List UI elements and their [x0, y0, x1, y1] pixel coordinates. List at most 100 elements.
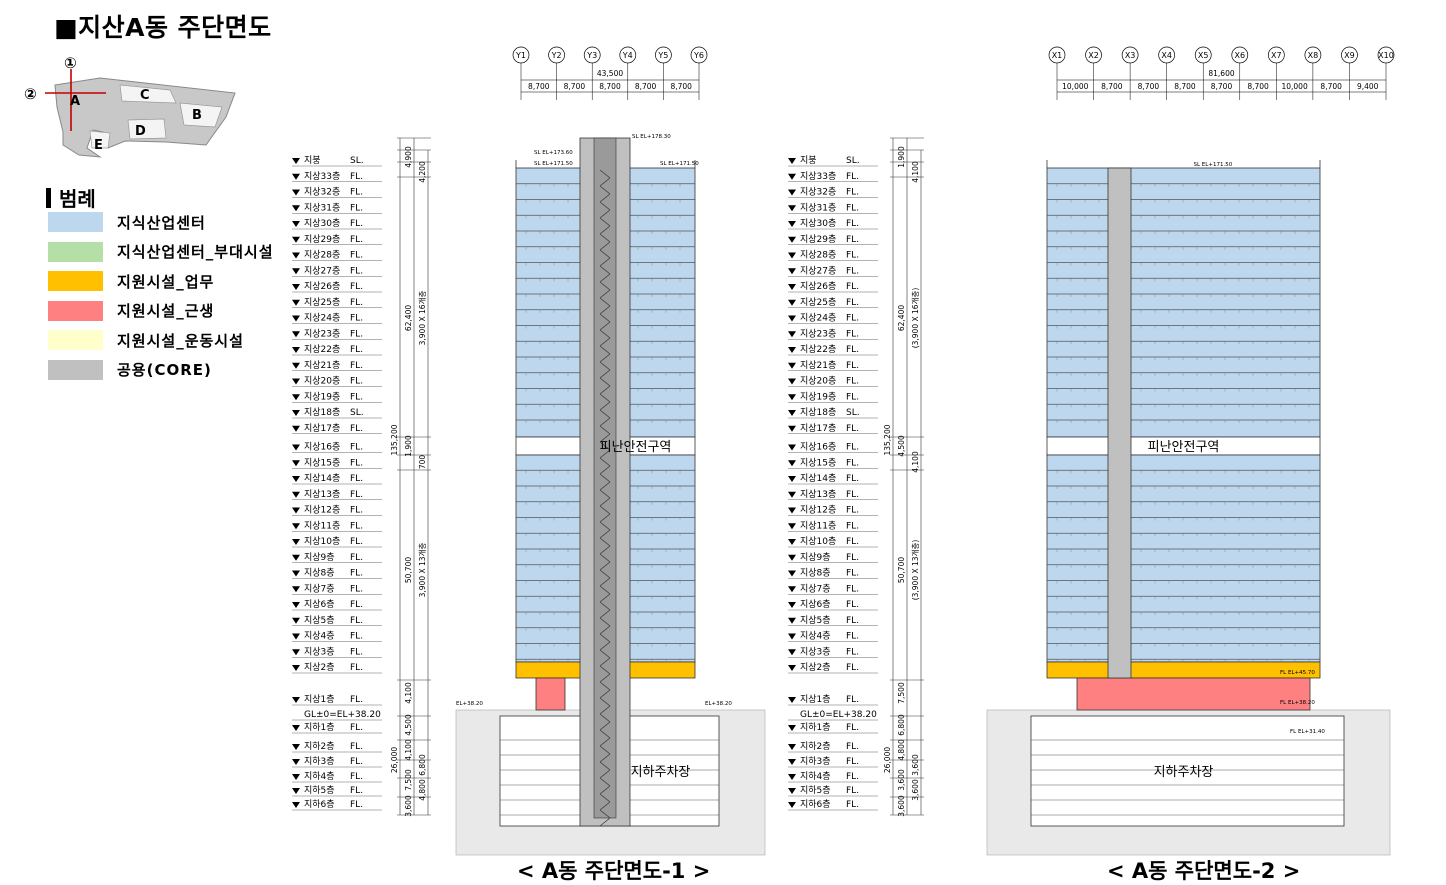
level-marker-icon [788, 252, 796, 259]
floor-suffix: FL. [350, 647, 363, 657]
level-marker-icon [292, 774, 300, 780]
dimension-label: 50,700 [897, 557, 906, 583]
level-marker-icon [292, 189, 300, 196]
grid-label: Y6 [693, 51, 704, 60]
dimension-label: 6,800 [897, 714, 906, 736]
grid-label: Y1 [515, 51, 526, 60]
floor-name: 지상33층 [800, 171, 836, 182]
level-marker-icon [788, 649, 796, 656]
floor-suffix: FL. [350, 266, 363, 276]
floor-suffix: FL. [846, 772, 859, 782]
floor-name: 지상31층 [304, 202, 340, 213]
dimension-label: 6,800 [418, 754, 427, 776]
floor-name: 지상32층 [304, 187, 340, 198]
floor-name: 지상15층 [304, 457, 340, 468]
floor-name: 지상1층 [304, 694, 335, 705]
level-marker-icon [292, 633, 300, 640]
level-marker-icon [788, 394, 796, 401]
floor-name: 지상5층 [304, 615, 335, 626]
floor-name: 지상23층 [304, 328, 340, 339]
dimension-label: 7,500 [404, 769, 413, 791]
stair-icon [599, 169, 611, 827]
level-marker-icon [788, 268, 796, 275]
section-2-caption: < A동 주단면도-2 > [1107, 859, 1301, 883]
dimension-label: 1,900 [897, 146, 906, 168]
floor-suffix: FL. [846, 424, 859, 434]
level-marker-icon [292, 744, 300, 750]
level-marker-icon [788, 315, 796, 322]
elevation-label: SL EL+173.60 [534, 150, 573, 156]
grid-total-span: 43,500 [597, 69, 623, 78]
dimension-label: 4,100 [911, 161, 920, 183]
floor-name: 지상26층 [304, 281, 340, 292]
floor-name: 지하6층 [304, 799, 335, 810]
floor-suffix: FL. [846, 521, 859, 531]
floor-suffix: FL. [846, 203, 859, 213]
level-marker-icon [788, 189, 796, 196]
floor-name: 지상3층 [800, 646, 831, 657]
dimension-label: 62,400 [897, 305, 906, 331]
floor-name: GL±0=EL+38.20 [800, 710, 877, 720]
level-marker-icon [788, 173, 796, 180]
block-e-label: E [94, 138, 103, 153]
dimension-label: 4,800 [897, 739, 906, 761]
dimension-label: 7,500 [897, 682, 906, 704]
grid-label: Y2 [551, 51, 562, 60]
elevation-label: FL EL+38.20 [1280, 700, 1315, 706]
level-marker-icon [292, 331, 300, 338]
floor-name: 지상30층 [304, 218, 340, 229]
floor-suffix: FL. [846, 443, 859, 453]
level-marker-icon [788, 299, 796, 306]
level-marker-icon [292, 205, 300, 212]
grid-label: X7 [1271, 51, 1282, 60]
retail-zone [1076, 677, 1311, 711]
floor-name: 지붕 [800, 155, 817, 166]
level-marker-icon [788, 460, 796, 467]
floor-suffix: FL. [846, 314, 859, 324]
parking-zone-label: 지하주차장 [631, 765, 691, 780]
floor-name: 지상31층 [800, 202, 836, 213]
level-marker-icon [788, 744, 796, 750]
floor-suffix: FL. [350, 219, 363, 229]
level-marker-icon [788, 158, 796, 164]
legend-label: 지원시설_업무 [117, 272, 215, 291]
elevation-label: EL+38.20 [705, 701, 732, 707]
floor-name: 지상2층 [304, 662, 335, 673]
floor-name: 지상13층 [304, 489, 340, 500]
level-marker-icon [788, 617, 796, 624]
legend-swatch [48, 300, 103, 321]
level-marker-icon [292, 759, 300, 765]
dimension-label: 3,600 [911, 779, 920, 801]
floor-suffix: FL. [846, 490, 859, 500]
floor-name: 지상7층 [800, 583, 831, 594]
floor-suffix: FL. [846, 647, 859, 657]
block-c-label: C [140, 88, 150, 103]
floor-suffix: FL. [350, 723, 363, 733]
floor-name: 지하4층 [800, 771, 831, 782]
level-marker-icon [788, 491, 796, 498]
floor-name: 지상20층 [800, 376, 836, 387]
floor-suffix: FL. [846, 632, 859, 642]
floor-name: 지상9층 [304, 552, 335, 563]
elevation-label: SL EL+171.50 [660, 161, 699, 167]
floor-suffix: FL. [846, 723, 859, 733]
grid-span: 8,700 [670, 82, 692, 91]
grid-label: X10 [1378, 51, 1394, 60]
floor-suffix: FL. [350, 800, 363, 810]
page-title: ■지산A동 주단면도 [54, 13, 272, 42]
floor-name: 지하3층 [304, 756, 335, 767]
floor-name: 지하2층 [304, 741, 335, 752]
floor-name: 지상21층 [304, 360, 340, 371]
block-d-label: D [135, 124, 146, 139]
floor-suffix: SL. [846, 408, 860, 418]
dimension-label: 50,700 [404, 557, 413, 583]
floor-name: 지상28층 [304, 250, 340, 261]
floor-name: 지상14층 [800, 473, 836, 484]
dimension-label: 3,600 [897, 769, 906, 791]
level-marker-icon [292, 252, 300, 259]
grid-span: 8,700 [1320, 82, 1342, 91]
level-marker-icon [292, 410, 300, 416]
grid-span: 8,700 [635, 82, 657, 91]
